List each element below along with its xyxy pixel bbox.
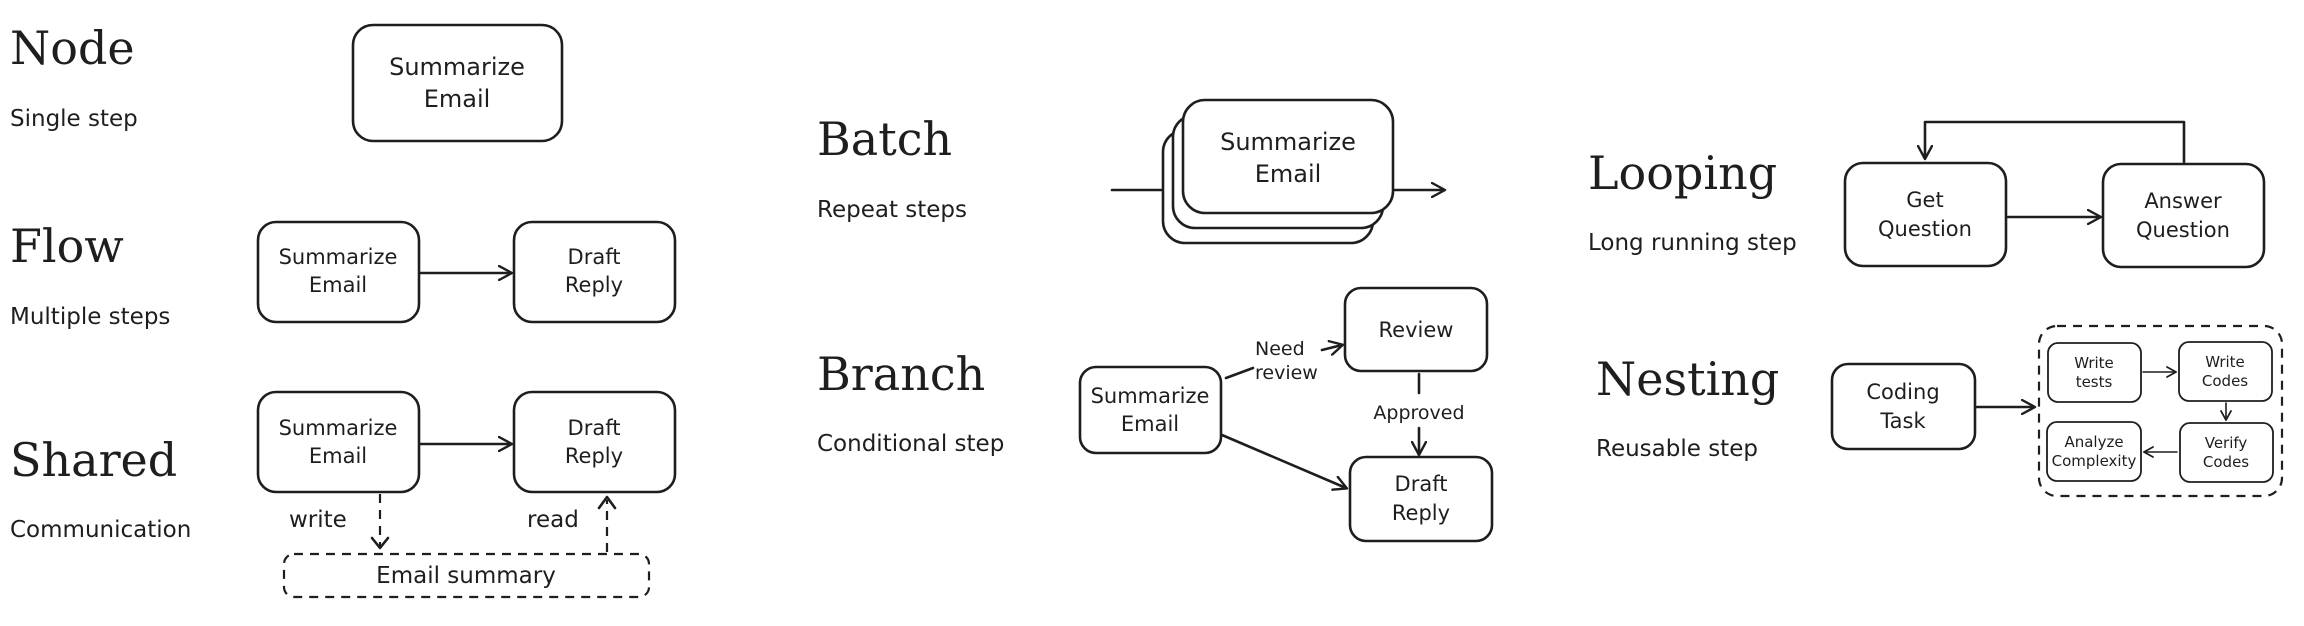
shared-section: Shared Communication Summarize Email Dra…	[10, 390, 677, 599]
nesting-write-codes-label-2: Codes	[2202, 372, 2248, 390]
branch-approved-label: Approved	[1373, 402, 1464, 424]
looping-box-2-label-1: Answer	[2144, 189, 2222, 213]
shared-box-1-label-1: Summarize	[279, 416, 398, 440]
flow-title: Flow	[10, 219, 124, 273]
nesting-write-tests-label-2: tests	[2076, 373, 2113, 391]
flow-box-summarize	[256, 220, 421, 324]
shared-box-1-label-2: Email	[309, 444, 367, 468]
nesting-verify-codes-label-1: Verify	[2205, 434, 2248, 452]
branch-box-review	[1343, 286, 1489, 373]
node-title: Node	[10, 21, 135, 75]
branch-need-review-line	[1224, 366, 1255, 380]
flow-box-2-label-1: Draft	[568, 245, 621, 269]
flow-box-draft	[512, 220, 677, 324]
shared-box-2-label-2: Reply	[565, 444, 623, 468]
branch-need-label: Need	[1255, 338, 1305, 360]
flow-box-1-label-1: Summarize	[279, 245, 398, 269]
nesting-outer-label-1: Coding	[1866, 380, 1939, 404]
shared-title: Shared	[10, 433, 177, 487]
shared-subtitle: Communication	[10, 517, 191, 543]
nesting-write-tests-label-1: Write	[2074, 354, 2114, 372]
batch-title: Batch	[817, 112, 952, 166]
nesting-analyze-label-1: Analyze	[2064, 433, 2123, 451]
nesting-write-tests-box	[2047, 342, 2142, 403]
looping-section: Looping Long running step Get Question A…	[1588, 120, 2266, 269]
nesting-outer-label-2: Task	[1879, 409, 1926, 433]
branch-title: Branch	[817, 347, 985, 401]
batch-stack-front	[1181, 98, 1395, 215]
looping-title: Looping	[1588, 146, 1777, 200]
branch-draft-label-1: Draft	[1395, 472, 1448, 496]
batch-subtitle: Repeat steps	[817, 197, 967, 223]
shared-box-summarize	[256, 390, 421, 494]
looping-box-get	[1843, 161, 2008, 268]
looping-box-1-label-1: Get	[1906, 188, 1943, 212]
looping-box-answer	[2101, 162, 2266, 269]
nesting-analyze-box	[2046, 421, 2142, 482]
shared-box-2-label-1: Draft	[568, 416, 621, 440]
branch-draft-label-2: Reply	[1392, 501, 1450, 525]
nesting-section: Nesting Reusable step Coding Task Write …	[1596, 324, 2284, 498]
branch-direct-arrow	[1220, 433, 1346, 488]
node-step-label-1: Summarize	[389, 53, 525, 81]
branch-review-word-label: review	[1255, 362, 1318, 384]
flow-subtitle: Multiple steps	[10, 304, 170, 330]
nesting-verify-codes-box	[2179, 422, 2274, 483]
branch-box-summarize	[1078, 365, 1223, 455]
node-subtitle: Single step	[10, 106, 138, 132]
flow-section: Flow Multiple steps Summarize Email Draf…	[10, 219, 677, 330]
node-step-box	[351, 23, 564, 143]
nesting-title: Nesting	[1596, 352, 1779, 406]
looping-subtitle: Long running step	[1588, 230, 1797, 256]
flow-box-1-label-2: Email	[309, 273, 367, 297]
shared-store-box	[282, 552, 651, 599]
nesting-subflow-box	[2037, 324, 2284, 498]
batch-box-label-1: Summarize	[1220, 128, 1356, 156]
shared-read-arrowhead	[597, 495, 617, 510]
looping-box-1-label-2: Question	[1878, 217, 1972, 241]
branch-section: Branch Conditional step Summarize Email …	[817, 286, 1494, 543]
nesting-write-codes-box	[2178, 341, 2273, 402]
looping-box-2-label-2: Question	[2136, 218, 2230, 242]
branch-need-review-arrow	[1320, 345, 1342, 350]
shared-read-label: read	[527, 507, 579, 533]
shared-store-label: Email summary	[376, 563, 556, 589]
branch-source-label-2: Email	[1121, 412, 1179, 436]
branch-subtitle: Conditional step	[817, 431, 1004, 457]
shared-box-draft	[512, 390, 677, 494]
node-step-label-2: Email	[424, 85, 491, 113]
shared-write-label: write	[289, 507, 347, 533]
shared-write-arrowhead	[370, 536, 390, 550]
batch-box-label-2: Email	[1255, 160, 1322, 188]
batch-section: Batch Repeat steps Summarize Email	[817, 98, 1444, 245]
nesting-verify-codes-label-2: Codes	[2203, 453, 2249, 471]
node-section: Node Single step Summarize Email	[10, 21, 564, 143]
flow-box-2-label-2: Reply	[565, 273, 623, 297]
branch-review-label: Review	[1379, 318, 1454, 342]
branch-box-draft	[1348, 455, 1494, 543]
nesting-box-coding	[1830, 362, 1977, 451]
looping-back-arrow	[1925, 120, 2186, 164]
branch-source-label-1: Summarize	[1091, 384, 1210, 408]
nesting-write-codes-label-1: Write	[2205, 353, 2245, 371]
nesting-subtitle: Reusable step	[1596, 436, 1758, 462]
nesting-analyze-label-2: Complexity	[2052, 452, 2137, 470]
